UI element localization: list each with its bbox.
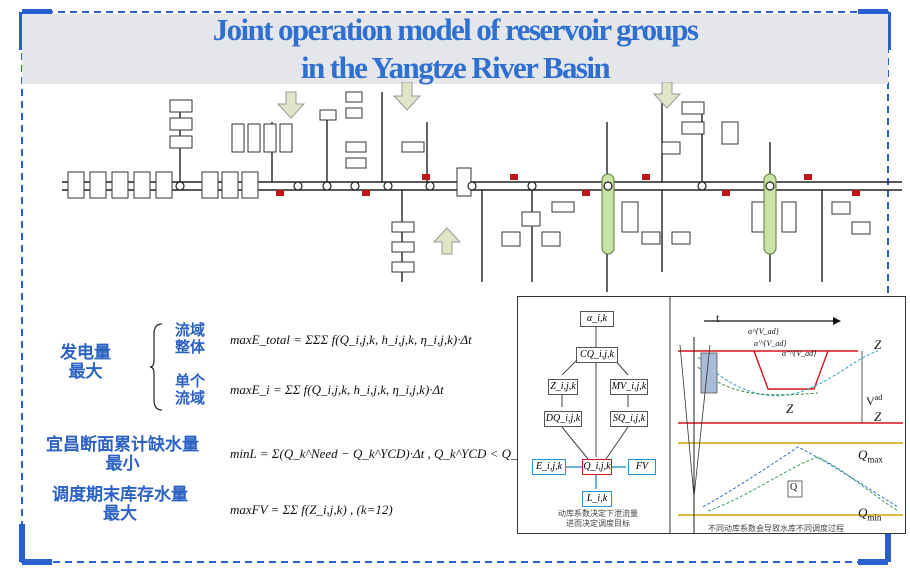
plot-zbar-top: Z [874,337,881,353]
plot-qmax-sub: max [867,455,883,465]
box-alpha: α_i,k [580,311,614,327]
plot-qmin-sub: min [867,513,881,523]
slide-title-line-1: Joint operation model of reservoir group… [0,12,910,48]
plot-alpha-1: α^{V_ad} [748,327,779,336]
reservoir-network-schematic [62,82,902,292]
label-yichang-shortage: 宜昌断面累计缺水量 最小 [46,435,199,473]
equation-single-energy: maxE_i = ΣΣ f(Q_i,j,k, h_i,j,k, η_i,j,k)… [230,382,444,398]
box-l: L_i,k [582,491,612,507]
equation-total-energy: maxE_total = ΣΣΣ f(Q_i,j,k, h_i,j,k, η_i… [230,332,472,348]
plot-qmin-letter: Q [858,505,867,520]
equation-final-storage: maxFV = ΣΣ f(Z_i,j,k) , (k=12) [230,502,393,518]
plot-z-mid: Z [786,401,793,417]
plot-caption: 不同动库系数会导致水库不同调度过程 [708,523,844,534]
label-end-storage: 调度期末库存水量 最大 [52,485,188,523]
plot-alpha-2: α'^{V_ad} [754,339,787,348]
plot-t-label: t [716,311,719,326]
plot-qmin: Qmin [858,505,881,523]
plot-alpha-3: α''^{V_ad} [782,349,816,358]
plot-vad-sup: ad [875,393,883,402]
box-sq: SQ_i,j,k [610,411,648,427]
objective-brace [150,322,164,412]
plot-qmax: Qmax [858,447,883,465]
slide-title-line-2: in the Yangtze River Basin [0,50,910,86]
plot-zbar-low: Z [874,409,881,425]
plot-vad-letter: V [866,394,875,408]
label-single-basin: 单个 流域 [175,374,205,408]
plot-q-box: Q [790,482,797,493]
schematic-panel: α_i,k CQ_i,j,k Z_i,j,k MV_i,j,k DQ_i,j,k… [517,296,906,534]
box-dq: DQ_i,j,k [544,411,582,427]
box-cq: CQ_i,j,k [576,347,618,363]
plot-vad: Vad [866,393,882,409]
label-basin-whole: 流域 整体 [175,323,205,357]
box-fv: FV [628,459,656,475]
box-e: E_i,j,k [532,459,566,475]
box-mv: MV_i,j,k [610,379,648,395]
flow-caption: 动库系数决定下泄流量 进而决定调度目标 [558,509,638,529]
box-z: Z_i,j,k [548,379,578,395]
plot-qmax-letter: Q [858,447,867,462]
label-power-max: 发电量 最大 [60,343,111,381]
box-q: Q_i,j,k [582,459,612,475]
equation-water-shortage: minL = Σ(Q_k^Need − Q_k^YCD)·Δt , Q_k^YC… [230,446,556,462]
